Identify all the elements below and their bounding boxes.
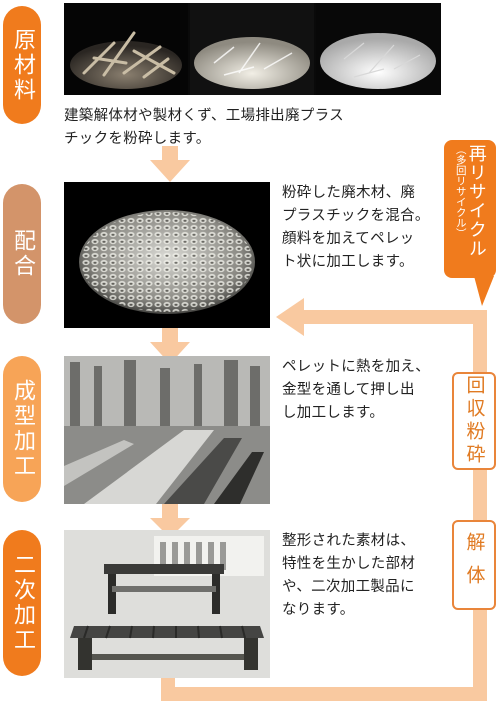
recycle-callout: 再リサイクル （多回リサイクル） <box>444 140 496 308</box>
recycle-loop-arrowhead <box>276 298 304 336</box>
secondary-description-line-4: なります。 <box>282 602 355 618</box>
mixing-description: 粉砕した廃木材、廃 プラスチックを混合。 顔料を加えてペレッ ト状に加工します。 <box>282 182 452 274</box>
molding-description-line-3: し加工します。 <box>282 405 385 421</box>
collection-crushing-box: 回収粉砕 <box>452 372 496 470</box>
molding-description-line-2: 金型を通して押し出 <box>282 382 415 398</box>
secondary-description: 整形された素材は、 特性を生かした部材 や、二次加工製品に なります。 <box>282 530 452 622</box>
down-arrow-2 <box>150 328 190 364</box>
secondary-description-line-3: や、二次加工製品に <box>282 579 415 595</box>
step-label-secondary: 二次加工 <box>10 553 35 653</box>
step-pill-raw-material: 原材料 <box>3 6 41 124</box>
bench-photo <box>64 530 270 678</box>
secondary-description-line-2: 特性を生かした部材 <box>282 556 416 572</box>
step-label-molding: 成型加工 <box>10 379 35 479</box>
raw-material-description-line-1: 建築解体材や製材くず、工場排出廃プラス <box>64 108 344 124</box>
collection-crushing-label: 回収粉砕 <box>463 375 486 467</box>
mixing-description-line-1: 粉砕した廃木材、廃 <box>282 185 416 201</box>
step-pill-molding: 成型加工 <box>3 356 41 502</box>
dismantling-box: 解体 <box>452 520 496 610</box>
molding-description: ペレットに熱を加え、 金型を通して押し出 し加工します。 <box>282 356 452 425</box>
dismantling-label: 解体 <box>463 532 486 598</box>
recycle-title: 再リサイクル <box>465 144 487 258</box>
raw-material-photo <box>64 3 441 95</box>
raw-material-description: 建築解体材や製材くず、工場排出廃プラス チックを粉砕します。 <box>64 105 444 151</box>
mixing-description-line-4: ト状に加工します。 <box>282 254 414 270</box>
step-label-raw-material: 原材料 <box>10 27 35 103</box>
extrusion-photo <box>64 356 270 504</box>
molding-description-line-1: ペレットに熱を加え、 <box>282 359 430 375</box>
recycle-loop-line <box>161 310 487 701</box>
recycle-subtitle: （多回リサイクル） <box>454 144 467 239</box>
raw-material-description-line-2: チックを粉砕します。 <box>64 131 211 147</box>
mixing-description-line-3: 顔料を加えてペレッ <box>282 231 415 247</box>
secondary-description-line-1: 整形された素材は、 <box>282 533 416 549</box>
mixing-description-line-2: プラスチックを混合。 <box>282 208 430 224</box>
step-pill-secondary: 二次加工 <box>3 530 41 676</box>
step-pill-mixing: 配合 <box>3 184 41 324</box>
step-label-mixing: 配合 <box>10 229 35 279</box>
down-arrow-1 <box>150 146 190 182</box>
pellets-photo <box>64 182 270 328</box>
down-arrow-3 <box>150 504 190 538</box>
